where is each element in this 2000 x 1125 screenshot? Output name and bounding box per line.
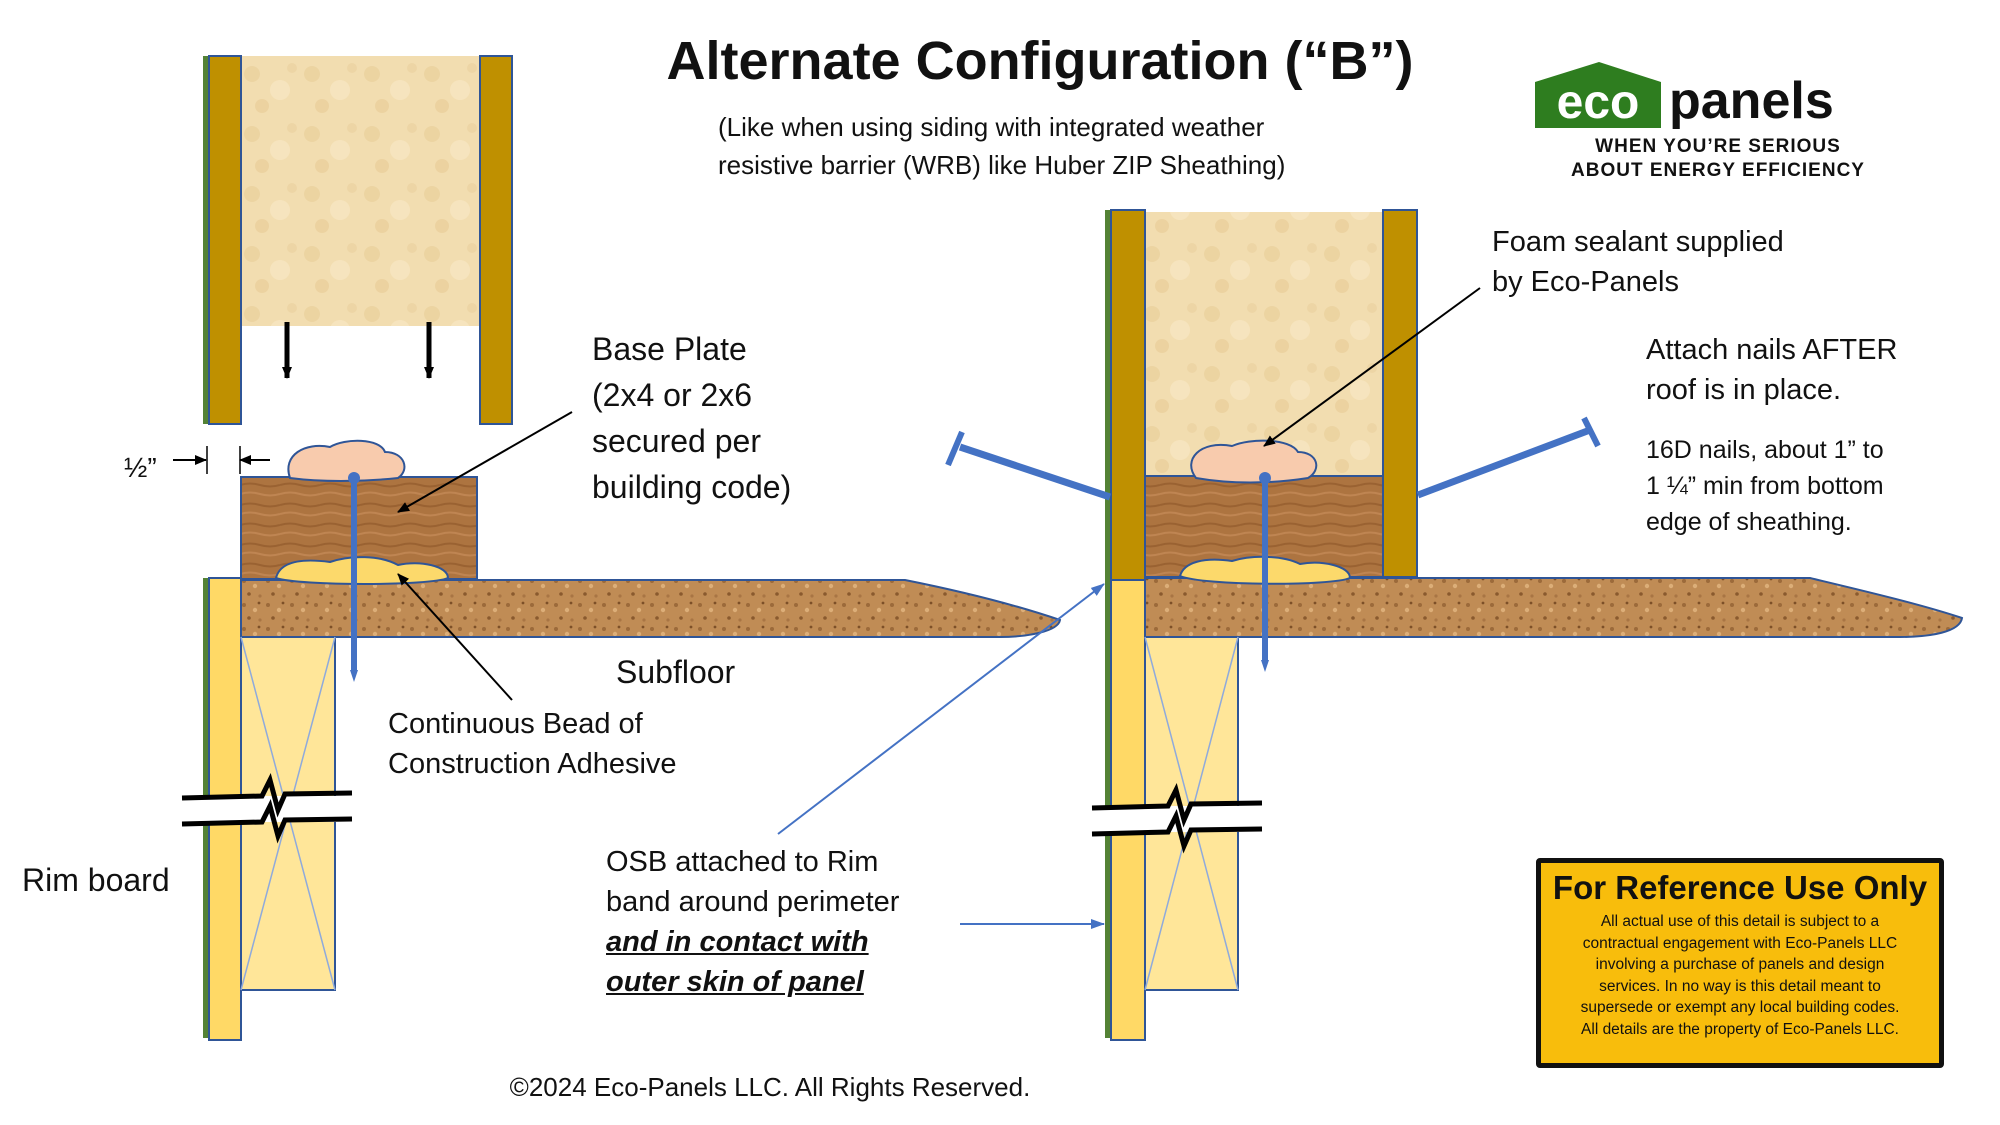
left-panel-outer-skin — [208, 55, 242, 425]
right-break-line-bottom — [1091, 808, 1263, 854]
nail-spec-label: 16D nails, about 1” to 1 ¼” min from bot… — [1646, 432, 1884, 540]
foam-leader — [1263, 287, 1481, 447]
base-plate-label-line: building code) — [592, 469, 792, 505]
base-plate-label-line: (2x4 or 2x6 — [592, 377, 753, 413]
subtitle-line: (Like when using siding with integrated … — [718, 112, 1265, 142]
right-panel-outer-skin — [1110, 209, 1146, 581]
nail-spec-line: 16D nails, about 1” to — [1646, 436, 1884, 464]
subtitle: (Like when using siding with integrated … — [718, 108, 1318, 184]
left-half-inch-dimension — [173, 446, 270, 474]
osb-emphasis-line: outer skin of panel — [606, 966, 864, 998]
logo-tagline: WHEN YOU’RE SERIOUS — [1595, 136, 1841, 157]
right-panel — [1105, 209, 1418, 581]
right-rim-assembly — [1085, 579, 1265, 1041]
left-foam-sealant — [287, 439, 406, 482]
left-panel-inner-skin — [479, 55, 513, 425]
right-panel-foam-core — [1145, 212, 1383, 476]
left-rim-assembly — [180, 577, 360, 1041]
attach-nails-label: Attach nails AFTER roof is in place. — [1646, 330, 1897, 410]
copyright-notice: ©2024 Eco-Panels LLC. All Rights Reserve… — [509, 1072, 1031, 1102]
page-title: Alternate Configuration (“B”) — [666, 31, 1414, 91]
reference-notice-line: supersede or exempt any local building c… — [1580, 999, 1900, 1016]
left-panel — [203, 55, 513, 425]
right-panel-inner-skin — [1382, 209, 1418, 578]
reference-notice-box: For Reference Use Only All actual use of… — [1536, 858, 1944, 1068]
rim-board-label: Rim board — [22, 862, 170, 898]
left-panel-foam-core — [240, 56, 482, 326]
base-plate-label-line: Base Plate — [592, 331, 747, 367]
logo-word-left: eco — [1557, 76, 1640, 129]
subfloor-label: Subfloor — [616, 654, 736, 690]
reference-notice-line: All details are the property of Eco-Pane… — [1581, 1020, 1899, 1038]
adhesive-label-line: Continuous Bead of — [388, 708, 643, 740]
foam-sealant-label: Foam sealant supplied by Eco-Panels — [1492, 222, 1784, 302]
attach-label-line: roof is in place. — [1646, 374, 1842, 406]
logo-word-right: panels — [1669, 72, 1834, 130]
base-plate-leader — [397, 411, 573, 513]
logo-tagline: ABOUT ENERGY EFFICIENCY — [1571, 160, 1865, 181]
osb-label-line: OSB attached to Rim — [606, 846, 879, 878]
reference-notice-body: All actual use of this detail is subject… — [1551, 911, 1929, 1040]
adhesive-leader — [397, 573, 513, 701]
left-nail-tip — [350, 670, 358, 682]
nail-spec-line: 1 ¼” min from bottom — [1646, 472, 1884, 500]
attach-label-line: Attach nails AFTER — [1646, 334, 1898, 366]
logo-mark: eco panels — [1535, 62, 1834, 130]
reference-notice-line: involving a purchase of panels and desig… — [1595, 956, 1885, 973]
left-break-line-top — [181, 772, 353, 818]
osb-emphasis-line: and in contact with — [606, 926, 869, 958]
adhesive-label: Continuous Bead of Construction Adhesive — [388, 704, 677, 784]
left-break-line-bottom — [181, 798, 353, 844]
left-nail-head — [348, 472, 360, 484]
left-subfloor — [240, 472, 1062, 682]
toe-nail-outer — [958, 443, 1112, 501]
right-subfloor — [1144, 472, 1964, 672]
right-nail-head — [1259, 472, 1271, 484]
toe-nail-inner — [1416, 426, 1592, 499]
reference-notice-title: For Reference Use Only — [1552, 869, 1928, 906]
foam-label-line: by Eco-Panels — [1492, 266, 1679, 298]
house-icon — [1535, 62, 1661, 128]
base-plate-label-line: secured per — [592, 423, 761, 459]
osb-label-line: band around perimeter — [606, 886, 900, 918]
left-panel-green-membrane — [203, 56, 209, 424]
reference-notice-line: All actual use of this detail is subject… — [1600, 913, 1880, 930]
base-plate-label: Base Plate (2x4 or 2x6 secured per build… — [592, 326, 791, 510]
adhesive-label-line: Construction Adhesive — [388, 748, 677, 780]
foam-label-line: Foam sealant supplied — [1492, 226, 1784, 258]
subtitle-line: resistive barrier (WRB) like Huber ZIP S… — [718, 150, 1286, 180]
right-subfloor-sheet — [1144, 577, 1964, 638]
osb-leader-upper — [777, 583, 1105, 835]
reference-notice-line: contractual engagement with Eco-Panels L… — [1582, 934, 1898, 952]
eco-panels-logo: eco panels WHEN YOU’RE SERIOUS ABOUT ENE… — [1533, 60, 1903, 190]
nail-spec-line: edge of sheathing. — [1646, 508, 1852, 536]
osb-label: OSB attached to Rim band around perimete… — [606, 842, 899, 1002]
toe-nails — [945, 416, 1601, 501]
left-subfloor-sheet — [240, 579, 1062, 638]
half-inch-label: ½” — [124, 452, 157, 483]
right-nail-tip — [1261, 660, 1269, 672]
reference-notice-line: services. In no way is this detail meant… — [1599, 977, 1881, 995]
right-panel-green-membrane — [1105, 210, 1111, 580]
right-break-line-top — [1091, 782, 1263, 828]
leader-lines — [397, 287, 1481, 929]
